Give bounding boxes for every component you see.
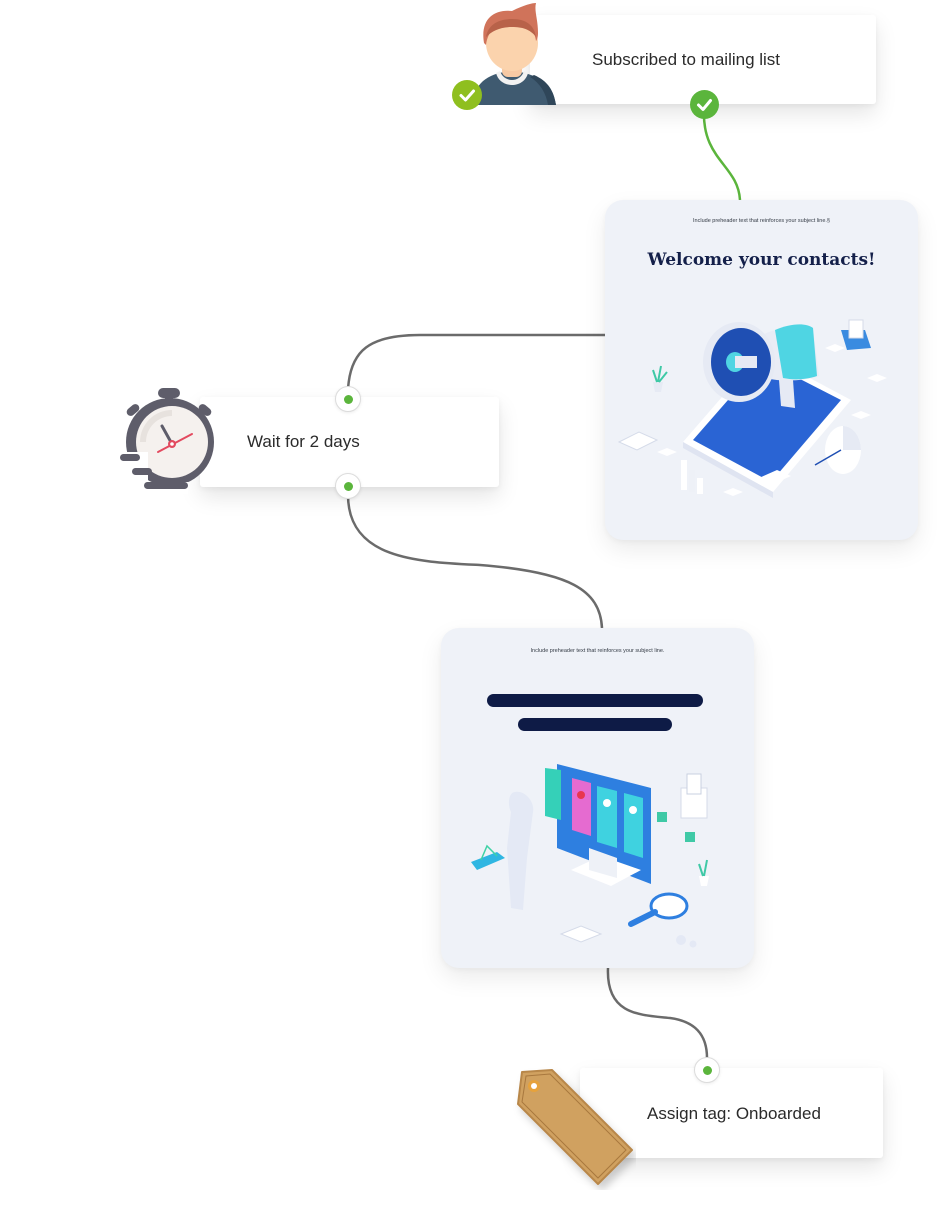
person-avatar-icon — [472, 3, 556, 105]
trigger-output-port[interactable] — [690, 90, 719, 119]
email-title: Welcome your contacts! — [647, 250, 876, 270]
email-node-welcome[interactable]: Include preheader text that reinforces y… — [605, 200, 918, 540]
email-preheader: Include preheader text that reinforces y… — [693, 218, 830, 224]
stopwatch-icon — [118, 388, 214, 494]
port-dot — [344, 395, 353, 404]
port-dot — [703, 1066, 712, 1075]
checkmark-icon — [697, 99, 712, 111]
trigger-node[interactable]: Subscribed to mailing list — [530, 15, 876, 104]
port-dot — [344, 482, 353, 491]
price-tag-icon — [517, 1069, 633, 1185]
wait-node[interactable]: Wait for 2 days — [200, 397, 499, 487]
trigger-label: Subscribed to mailing list — [592, 50, 781, 69]
checkmark-icon — [459, 89, 475, 102]
connector-email2-to-tag — [606, 967, 709, 1059]
email-title-placeholder-line-1 — [487, 694, 703, 707]
connector-wait-to-email2 — [346, 494, 604, 629]
megaphone-smartphone-illustration — [617, 319, 887, 498]
email-preheader: Include preheader text that reinforces y… — [530, 648, 665, 654]
connector-email1-to-wait — [346, 333, 605, 391]
wait-input-port[interactable] — [335, 386, 361, 412]
wait-output-port[interactable] — [335, 473, 361, 499]
trigger-status-badge — [452, 80, 482, 110]
wait-label: Wait for 2 days — [247, 432, 360, 451]
connector-trigger-to-email1 — [702, 109, 742, 201]
tag-action-label: Assign tag: Onboarded — [647, 1104, 821, 1123]
computer-profiles-illustration — [471, 764, 709, 948]
tag-input-port[interactable] — [694, 1057, 720, 1083]
email-title-placeholder-line-2 — [518, 718, 672, 731]
tag-action-node[interactable]: Assign tag: Onboarded — [580, 1068, 883, 1158]
email-node-second[interactable]: Include preheader text that reinforces y… — [441, 628, 754, 968]
